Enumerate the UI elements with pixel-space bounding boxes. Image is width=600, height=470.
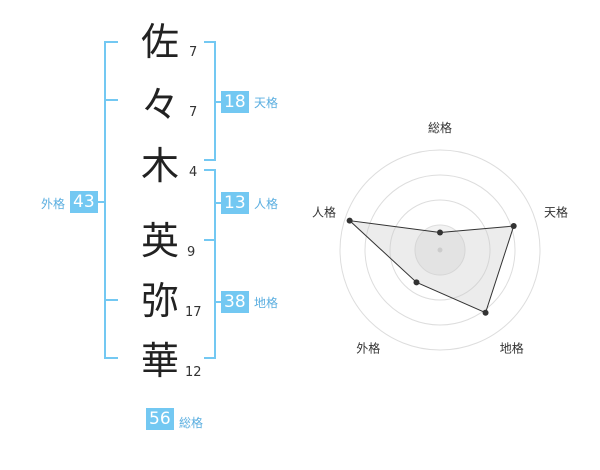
gaikaku-bracket — [98, 41, 118, 359]
stroke-count-2: 7 — [189, 105, 198, 120]
name-char-2: 々 — [140, 83, 179, 127]
name-char-4: 英 — [140, 219, 179, 263]
tenkaku-value-badge: 18 — [221, 91, 249, 113]
stroke-count-5: 17 — [185, 305, 202, 320]
radar-axis-label-3: 地格 — [500, 341, 524, 356]
radar-point-1 — [437, 229, 443, 236]
jinkaku-label: 人格 — [254, 197, 279, 211]
chikaku-bracket — [204, 239, 221, 359]
name-char-5: 弥 — [140, 279, 179, 323]
gaikaku-value-badge: 43 — [70, 191, 98, 213]
radar-axis-label-4: 外格 — [356, 341, 380, 356]
chikaku-value-badge: 38 — [221, 291, 249, 313]
radar-polygon — [348, 219, 515, 314]
name-char-6: 華 — [140, 339, 179, 383]
radar-center — [437, 247, 443, 253]
jinkaku-bracket — [204, 169, 221, 241]
tenkaku-label: 天格 — [254, 96, 279, 110]
stroke-count-6: 12 — [185, 365, 202, 380]
radar-axis-label-1: 総格 — [428, 120, 452, 135]
name-char-3: 木 — [140, 144, 179, 188]
soukaku-value-badge: 56 — [146, 408, 174, 430]
stroke-count-4: 9 — [187, 245, 196, 260]
gaikaku-label: 外格 — [41, 197, 66, 211]
radar-point-2 — [510, 223, 517, 230]
radar-ring-3 — [364, 174, 516, 326]
stroke-count-3: 4 — [189, 165, 198, 180]
stroke-count-1: 7 — [189, 45, 198, 60]
radar-point-3 — [482, 309, 489, 316]
radar-point-5 — [346, 217, 353, 224]
chikaku-label: 地格 — [254, 296, 279, 310]
brackets — [98, 41, 221, 359]
jinkaku-value-badge: 13 — [221, 192, 249, 214]
radar-axis-label-5: 人格 — [312, 204, 336, 219]
tenkaku-bracket — [204, 41, 221, 161]
radar-ring-2 — [389, 199, 491, 301]
radar-ring-4 — [339, 149, 541, 351]
radar-point-4 — [413, 279, 420, 286]
soukaku-label: 総格 — [179, 416, 204, 430]
name-char-1: 佐 — [140, 20, 179, 64]
radar-axis-label-2: 天格 — [544, 204, 568, 219]
